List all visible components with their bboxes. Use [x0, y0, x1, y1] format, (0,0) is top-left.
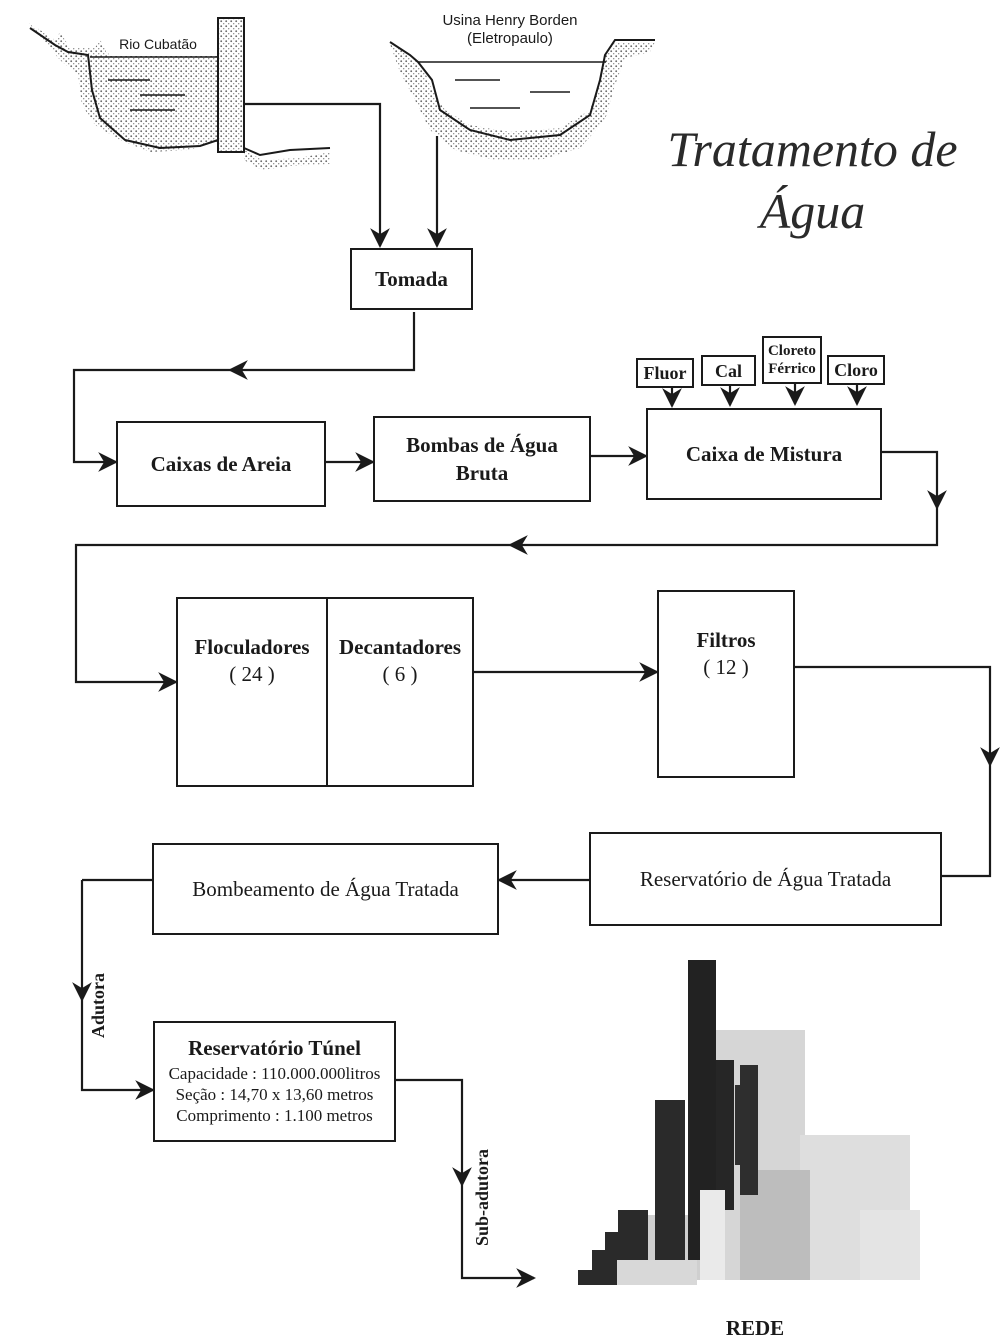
diagram-title: Tratamento de Água [640, 118, 985, 242]
tomada-box: Tomada [350, 248, 473, 310]
adutora-label: Adutora [88, 972, 108, 1038]
title-line-2: Água [759, 183, 866, 239]
loop-to-caixas-line [72, 368, 230, 472]
bombeamento-agua-tratada-label: Bombeamento de Água Tratada [192, 876, 459, 901]
plant-label: Usina Henry Borden (Eletropaulo) [420, 12, 600, 48]
floculadores-label: Floculadores [194, 635, 310, 659]
cloreto-ferrico-box: Cloreto Férrico [762, 336, 822, 384]
comprimento-text: Comprimento : 1.100 metros [176, 1105, 373, 1125]
bombas-label-line-2: Bruta [455, 461, 509, 485]
reservatorio-agua-tratada-box: Reservatório de Água Tratada [589, 832, 942, 926]
decantadores-count: ( 6 ) [382, 662, 418, 686]
plant-basin-illustration [389, 39, 655, 160]
fluor-box: Fluor [636, 358, 694, 388]
caixas-areia-label: Caixas de Areia [150, 451, 292, 476]
mistura-to-floculadores-line [508, 508, 939, 555]
cloro-label: Cloro [834, 360, 878, 380]
filtros-to-reservatorio-line [942, 765, 992, 878]
cal-label: Cal [715, 360, 742, 381]
subadutora-to-rede-line [460, 1185, 536, 1288]
floculadores-count: ( 24 ) [229, 662, 275, 686]
tunel-to-subadutora-line [396, 1078, 472, 1187]
filtros-label: Filtros [696, 628, 756, 652]
bombas-agua-bruta-box: Bombas de Água Bruta [373, 416, 591, 502]
plant-label-line-2: (Eletropaulo) [467, 30, 553, 47]
bombeamento-agua-tratada-box: Bombeamento de Água Tratada [152, 843, 499, 935]
bombas-label-line-1: Bombas de Água [406, 433, 558, 457]
reservatorio-tunel-label: Reservatório Túnel [188, 1035, 361, 1060]
mistura-down-line [882, 450, 947, 510]
plant-label-line-1: Usina Henry Borden [442, 12, 578, 29]
river-basin-illustration [28, 17, 331, 170]
secao-text: Seção : 14,70 x 13,60 metros [175, 1084, 374, 1104]
floculadores-box: Floculadores ( 24 ) [176, 597, 328, 787]
tomada-label: Tomada [375, 266, 448, 291]
cloro-box: Cloro [827, 355, 885, 385]
loop-to-floculadores-line [74, 543, 510, 692]
filtros-box: Filtros ( 12 ) [657, 590, 795, 778]
title-line-1: Tratamento de [667, 121, 958, 177]
fluor-label: Fluor [643, 363, 687, 383]
reservatorio-agua-tratada-label: Reservatório de Água Tratada [639, 866, 892, 891]
tomada-to-caixas-line [228, 312, 416, 380]
rede-label: REDE [725, 1316, 785, 1340]
decantadores-label: Decantadores [338, 635, 462, 659]
caixa-mistura-label: Caixa de Mistura [685, 441, 843, 466]
river-to-tomada-line [244, 102, 390, 248]
filtros-down-line [795, 665, 1000, 767]
capacidade-text: Capacidade : 110.000.000litros [168, 1063, 381, 1083]
caixas-areia-box: Caixas de Areia [116, 421, 326, 507]
city-skyline-illustration [578, 960, 920, 1285]
cal-box: Cal [701, 355, 756, 386]
sub-adutora-label: Sub-adutora [472, 1148, 492, 1246]
cloreto-label-line-1: Cloreto [767, 343, 817, 359]
river-label: Rio Cubatão [106, 36, 210, 52]
cloreto-label-line-2: Férrico [768, 361, 816, 377]
flow-lines [72, 102, 1000, 1288]
filtros-count: ( 12 ) [703, 655, 749, 679]
decantadores-box: Decantadores ( 6 ) [326, 597, 474, 787]
caixa-mistura-box: Caixa de Mistura [646, 408, 882, 500]
reservatorio-tunel-box: Reservatório Túnel Capacidade : 110.000.… [153, 1021, 396, 1142]
adutora-to-tunel-line [80, 1000, 155, 1100]
